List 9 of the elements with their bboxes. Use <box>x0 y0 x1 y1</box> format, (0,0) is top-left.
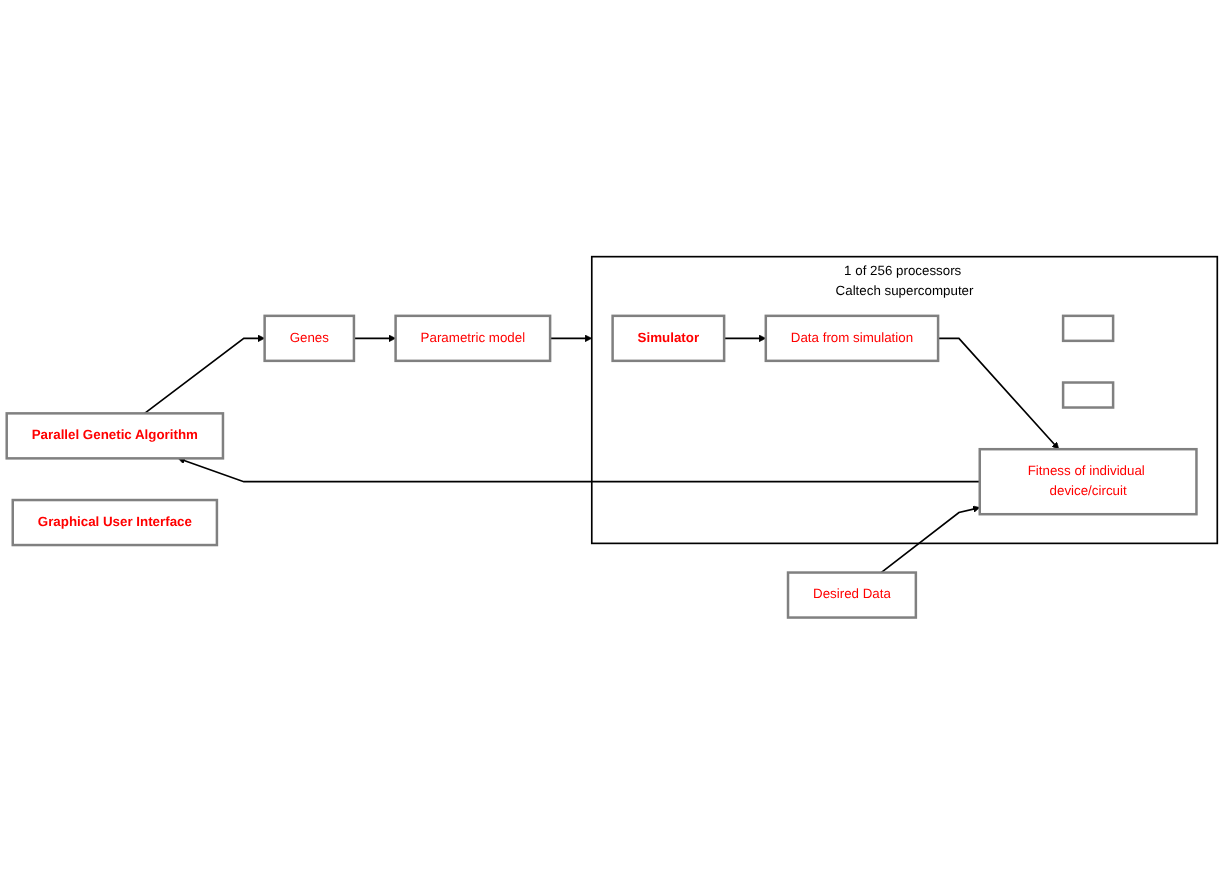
arrow <box>353 334 396 342</box>
arrow <box>143 334 265 415</box>
arrow <box>723 334 767 342</box>
node-box <box>1061 381 1115 409</box>
arrow <box>549 334 593 342</box>
node-box <box>1061 314 1115 342</box>
arrow <box>937 337 1060 450</box>
arrow <box>177 457 981 483</box>
arrow <box>880 505 981 574</box>
